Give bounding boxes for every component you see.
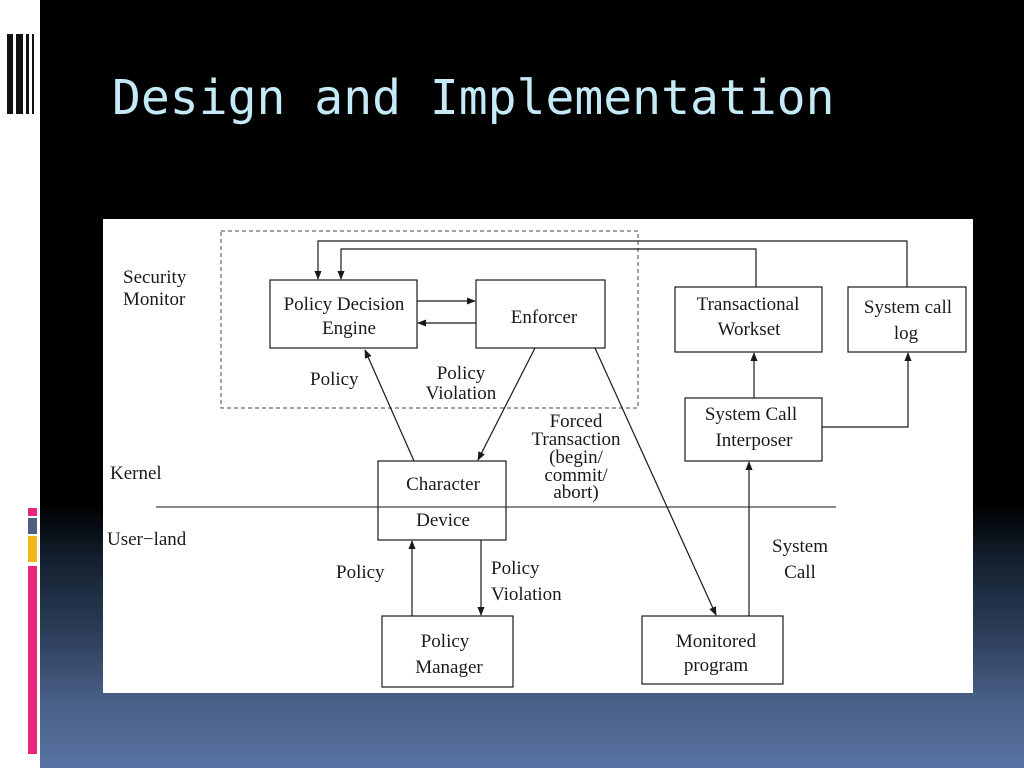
arrow-enforcer-to-program bbox=[594, 347, 717, 616]
arrow-system-call-log-to-engine bbox=[314, 240, 908, 287]
kernel-label: Kernel bbox=[110, 463, 162, 484]
left-strip bbox=[0, 0, 40, 768]
arrow-enforcer-to-device bbox=[477, 347, 536, 461]
accent-bar-pink-long bbox=[28, 566, 37, 754]
edge-label-policy-upper: Policy bbox=[310, 369, 359, 390]
logo-bars-icon bbox=[7, 34, 37, 114]
arrow-interposer-to-log bbox=[822, 352, 912, 428]
accent-bar-slate bbox=[28, 518, 37, 534]
svg-text:Enforcer: Enforcer bbox=[511, 307, 578, 328]
accent-bar-pink-top bbox=[28, 508, 37, 516]
edge-label-policy-lower: Policy bbox=[336, 562, 385, 583]
arrow-workset-to-engine bbox=[337, 248, 757, 287]
arrow-device-to-engine bbox=[364, 349, 415, 462]
security-monitor-region bbox=[220, 230, 639, 409]
accent-bar-gold bbox=[28, 536, 37, 562]
enforcer-box: Enforcer bbox=[475, 279, 606, 349]
user-land-label: User−land bbox=[107, 529, 187, 550]
slide-title: Design and Implementation bbox=[112, 70, 835, 126]
